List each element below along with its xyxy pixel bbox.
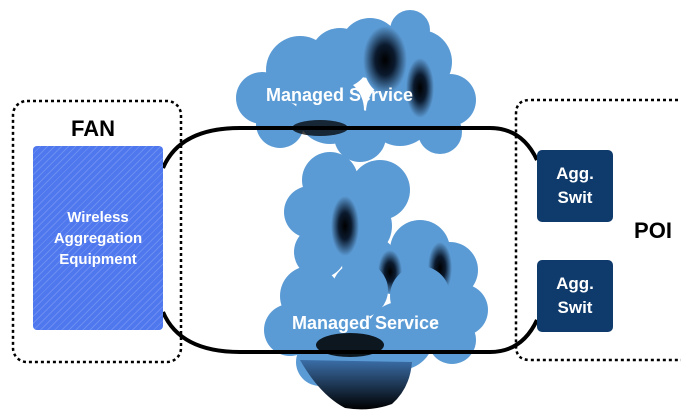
- equipment-label-line-2: Aggregation: [53, 229, 143, 247]
- equipment-label-line-3: Equipment: [59, 250, 137, 268]
- managed-service-label-bottom: Managed Service: [292, 313, 440, 333]
- managed-service-clouds: [236, 10, 488, 410]
- poi-title: POI: [634, 218, 672, 243]
- wireless-aggregation-equipment: Wireless Aggregation Equipment: [33, 146, 163, 330]
- aggregation-switch-2: Agg. Swit: [537, 260, 613, 332]
- aggregation-switch-1: Agg. Swit: [537, 150, 613, 222]
- switch-2-line-2: Swit: [557, 298, 593, 317]
- fan-title: FAN: [71, 116, 115, 141]
- switch-1-line-2: Swit: [557, 188, 593, 207]
- connection-ring: [161, 126, 539, 354]
- equipment-label-line-1: Wireless: [67, 208, 129, 226]
- switch-2-line-1: Agg.: [556, 274, 594, 293]
- equipment-label: Wireless Aggregation Equipment: [33, 207, 163, 270]
- fan-container: [11, 99, 183, 364]
- switch-1-line-1: Agg.: [556, 164, 594, 183]
- managed-service-label-top: Managed Service: [266, 85, 414, 105]
